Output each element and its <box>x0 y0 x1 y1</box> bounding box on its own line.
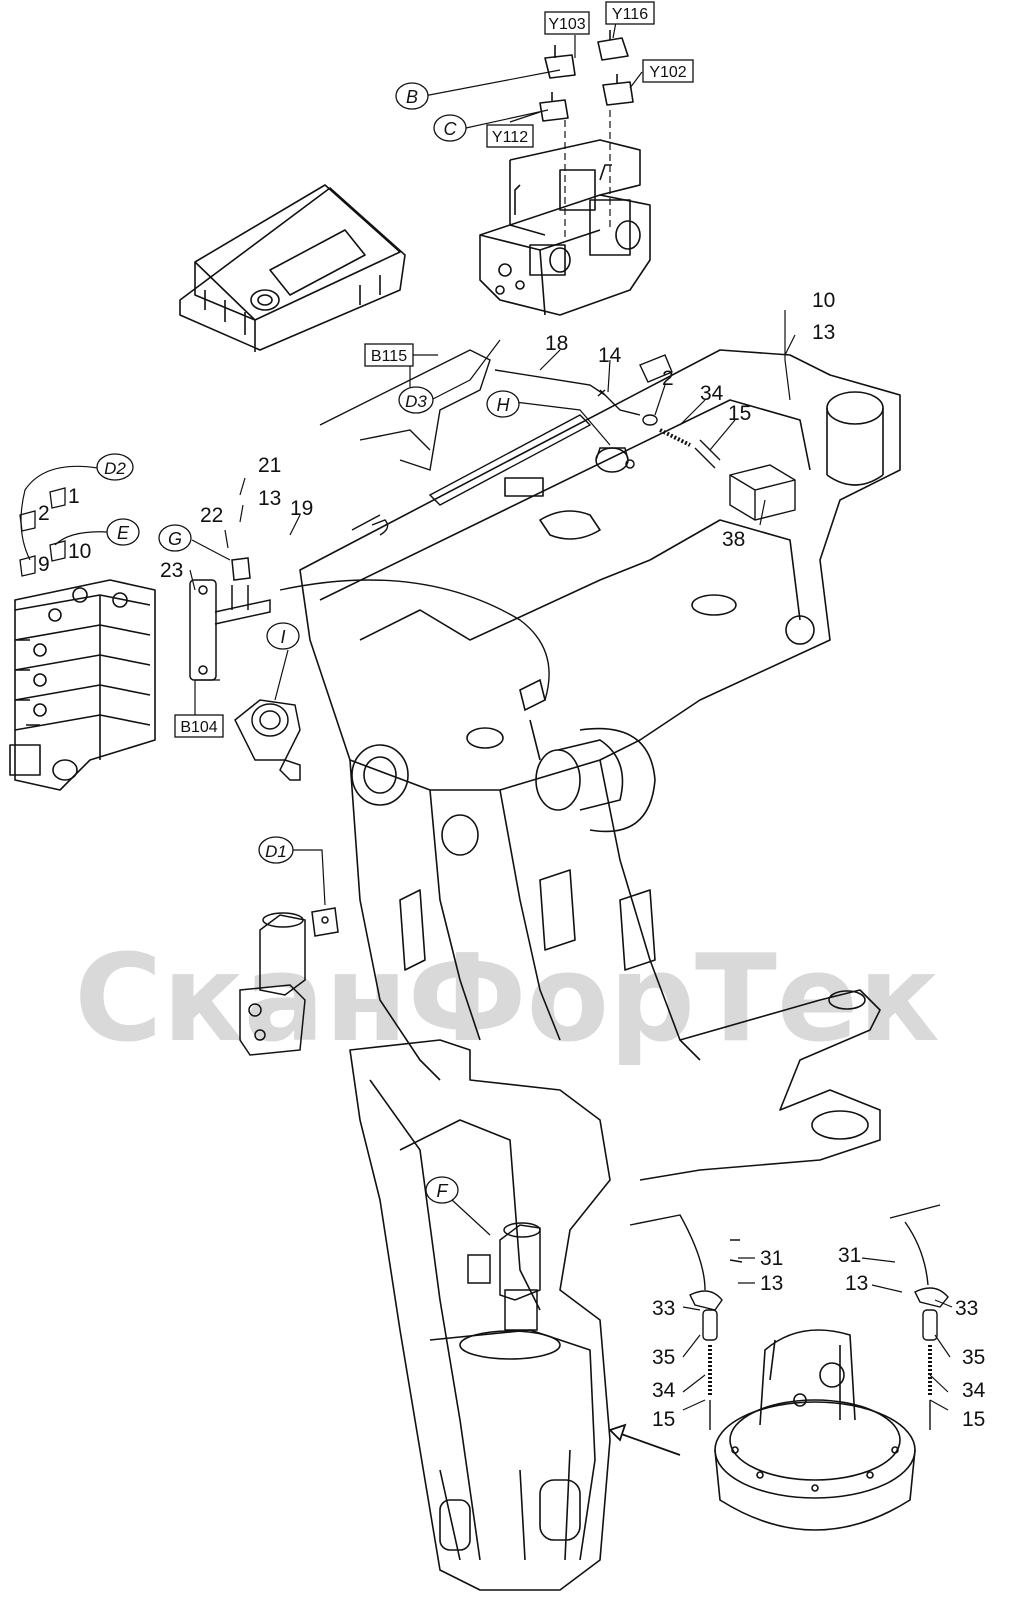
svg-text:B115: B115 <box>371 348 407 365</box>
drum-unit <box>519 678 656 833</box>
control-unit <box>179 184 406 352</box>
part-number: 14 <box>598 344 622 367</box>
part-number: 19 <box>290 497 313 520</box>
part-number: 13 <box>760 1272 783 1295</box>
part-number: 35 <box>652 1346 675 1369</box>
main-frame <box>299 349 901 1591</box>
solenoid-f <box>467 1222 541 1331</box>
bracket-23 <box>189 557 271 681</box>
sensor-h <box>595 447 635 473</box>
callout-e: E <box>106 518 140 546</box>
label-y102: Y102 <box>642 59 694 83</box>
callout-g: G <box>158 524 192 552</box>
svg-text:I: I <box>280 627 285 647</box>
svg-text:D3: D3 <box>405 392 427 411</box>
part-number: 31 <box>838 1244 861 1267</box>
callout-h: H <box>486 390 520 418</box>
valve-block <box>479 30 651 316</box>
svg-text:B: B <box>406 87 418 107</box>
part-number: 34 <box>700 382 724 405</box>
part-number: 9 <box>38 553 50 576</box>
svg-text:G: G <box>168 529 182 549</box>
svg-text:E: E <box>117 523 130 543</box>
part-number: 33 <box>652 1297 675 1320</box>
solenoid-d1 <box>239 907 339 1056</box>
connector-tags <box>19 487 66 577</box>
part-number: 31 <box>760 1247 783 1270</box>
svg-text:F: F <box>437 1181 449 1201</box>
svg-text:Y112: Y112 <box>492 129 528 146</box>
svg-text:D1: D1 <box>265 842 287 861</box>
turntable-assembly <box>714 1329 916 1531</box>
part-number: 21 <box>258 454 281 477</box>
watermark-text: СканФорТек <box>74 930 939 1069</box>
callout-d1: D1 <box>258 836 294 864</box>
svg-text:Y103: Y103 <box>548 16 585 33</box>
part-number: 13 <box>812 321 835 344</box>
sensor-b104 <box>234 699 301 781</box>
part-number: 15 <box>962 1408 985 1431</box>
label-y103: Y103 <box>544 11 590 35</box>
part-number: 18 <box>545 332 568 355</box>
label-y112: Y112 <box>486 124 534 148</box>
callout-d2: D2 <box>96 453 134 481</box>
valve-stack <box>9 579 156 791</box>
part-number: 38 <box>722 528 745 551</box>
part-number: 2 <box>38 502 50 525</box>
part-number: 2 <box>662 367 674 390</box>
leader-lines <box>20 21 953 1411</box>
part-numbers: 10 13 18 14 2 34 15 38 21 13 22 19 23 1 … <box>38 289 986 1431</box>
part-number: 34 <box>652 1379 676 1402</box>
part-number: 13 <box>845 1272 868 1295</box>
label-b115: B115 <box>364 343 414 367</box>
svg-text:B104: B104 <box>180 719 217 736</box>
callout-b: B <box>395 82 429 110</box>
small-parts <box>279 349 949 1430</box>
part-number: 1 <box>68 485 80 508</box>
label-y116: Y116 <box>605 1 655 25</box>
svg-text:Y102: Y102 <box>649 64 686 81</box>
part-number: 33 <box>955 1297 978 1320</box>
part-number: 15 <box>652 1408 675 1431</box>
callout-c: C <box>433 114 467 142</box>
svg-text:Y116: Y116 <box>612 6 648 23</box>
part-number: 10 <box>812 289 835 312</box>
part-number: 10 <box>68 540 91 563</box>
part-number: 15 <box>728 402 751 425</box>
callout-i: I <box>266 622 300 650</box>
direction-arrow <box>608 1423 681 1456</box>
part-number: 34 <box>962 1379 986 1402</box>
part-number: 35 <box>962 1346 985 1369</box>
svg-text:D2: D2 <box>104 459 126 478</box>
part-number: 13 <box>258 487 281 510</box>
part-number: 22 <box>200 504 223 527</box>
svg-text:C: C <box>444 119 458 139</box>
label-b104: B104 <box>174 714 224 738</box>
part-number: 23 <box>160 559 183 582</box>
callout-d3: D3 <box>398 386 434 414</box>
callout-f: F <box>425 1176 459 1204</box>
svg-text:H: H <box>497 395 511 415</box>
